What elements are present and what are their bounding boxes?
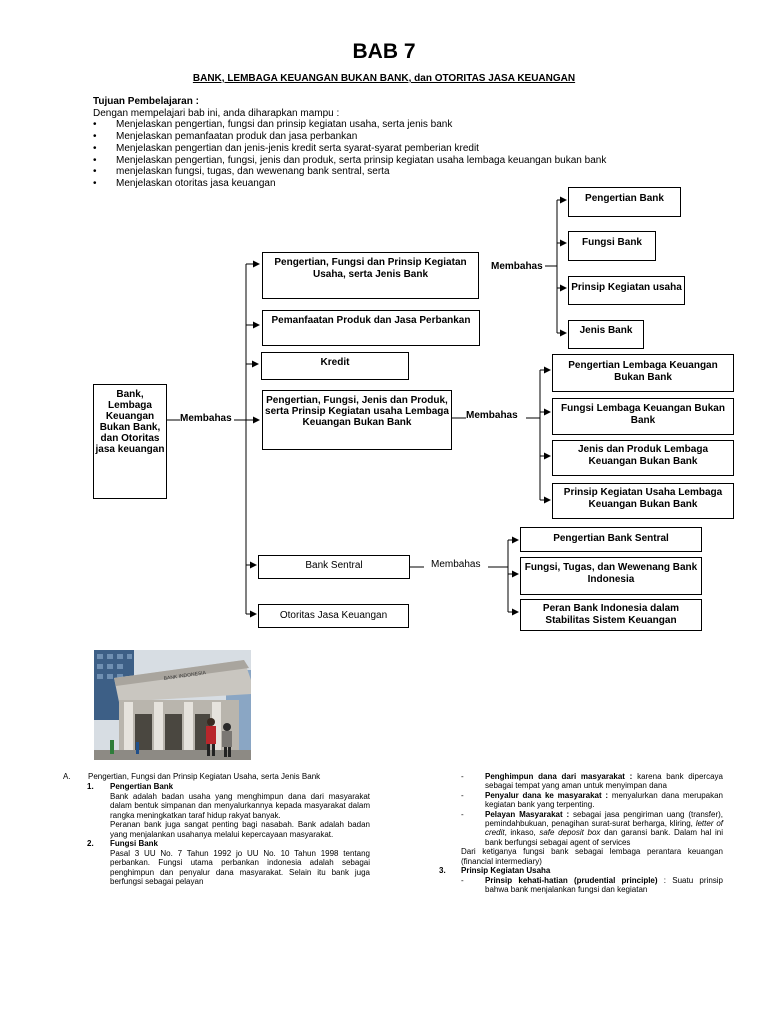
section-a-heading: A. Pengertian, Fungsi dan Prinsip Kegiat… — [63, 772, 373, 782]
objective-item: Menjelaskan pemanfaatan produk dan jasa … — [93, 131, 693, 143]
item-2-heading: 2. Fungsi Bank — [63, 839, 373, 849]
objectives-intro: Dengan mempelajari bab ini, anda diharap… — [93, 107, 340, 119]
bullet-text: karena bank dipercaya sebagai tempat yan… — [485, 772, 723, 791]
objectives-list: Menjelaskan pengertian, fungsi dan prins… — [93, 119, 693, 189]
topic-bank: Pengertian, Fungsi dan Prinsip Kegiatan … — [262, 252, 479, 299]
bank-indonesia-building-photo: BANK INDONESIA — [94, 650, 251, 760]
subtopic-pengertian-bank-sentral: Pengertian Bank Sentral — [520, 527, 702, 552]
dash-marker: - — [461, 876, 464, 886]
item-3-heading: 3. Prinsip Kegiatan Usaha — [439, 866, 723, 876]
subtopic-prinsip-kegiatan: Prinsip Kegiatan usaha — [568, 276, 685, 305]
topic-bank-sentral: Bank Sentral — [258, 555, 410, 579]
connector-label: Membahas — [491, 261, 543, 272]
objective-item: Menjelaskan pengertian, fungsi dan prins… — [93, 119, 693, 131]
dash-marker: - — [461, 809, 464, 819]
body-left-column: A. Pengertian, Fungsi dan Prinsip Kegiat… — [63, 772, 373, 887]
connector-label: Membahas — [431, 559, 481, 570]
learning-objectives: Tujuan Pembelajaran : Dengan mempelajari… — [93, 96, 693, 190]
objective-item: Menjelaskan pengertian dan jenis-jenis k… — [93, 143, 693, 155]
subtopic-peran-bi: Peran Bank Indonesia dalam Stabilitas Si… — [520, 599, 702, 631]
connector-label: Membahas — [180, 413, 232, 424]
item-title: Pengertian Bank — [110, 782, 174, 791]
item-number: 3. — [439, 866, 446, 876]
bullet-title: Penyalur dana ke masyarakat : — [485, 790, 609, 800]
chapter-subtitle: BANK, LEMBAGA KEUANGAN BUKAN BANK, dan O… — [192, 73, 576, 84]
topic-ojk: Otoritas Jasa Keuangan — [258, 604, 409, 628]
section-letter: A. — [63, 772, 71, 781]
root-topic-box: Bank, Lembaga Keuangan Bukan Bank, dan O… — [93, 384, 167, 499]
bullet-text: menyalurkan dana merupakan kegiatan bank… — [485, 790, 723, 810]
dash-marker: - — [461, 772, 464, 781]
subtopic-jenis-produk-lkbb: Jenis dan Produk Lembaga Keuangan Bukan … — [552, 440, 734, 476]
objective-item: Menjelaskan otoritas jasa keuangan — [93, 178, 693, 190]
subtopic-jenis-bank: Jenis Bank — [568, 320, 644, 349]
bullet-title: Pelayan Masyarakat : — [485, 809, 570, 819]
subtopic-prinsip-lkbb: Prinsip Kegiatan Usaha Lembaga Keuangan … — [552, 483, 734, 519]
dash-marker: - — [461, 790, 464, 800]
topic-lkbb: Pengertian, Fungsi, Jenis dan Produk, se… — [262, 390, 452, 450]
bullet-text: , inkaso, — [504, 828, 536, 838]
item-2-paragraph-1: Pasal 3 UU No. 7 Tahun 1992 jo UU No. 10… — [110, 849, 370, 887]
subtopic-fungsi-lkbb: Fungsi Lembaga Keuangan Bukan Bank — [552, 398, 734, 435]
topic-kredit: Kredit — [261, 352, 409, 380]
subtopic-pengertian-bank: Pengertian Bank — [568, 187, 681, 217]
bullet-text: sebagai jasa pengiriman uang (transfer),… — [485, 809, 723, 829]
bullet-penghimpun: - Penghimpun dana dari masyarakat : kare… — [461, 772, 723, 791]
subtopic-fungsi-tugas-bi: Fungsi, Tugas, dan Wewenang Bank Indones… — [520, 557, 702, 595]
page-title: BAB 7 — [352, 40, 416, 63]
functions-summary: Dari ketiganya fungsi bank sebagai lemba… — [461, 847, 723, 866]
section-title: Pengertian, Fungsi dan Prinsip Kegiatan … — [88, 772, 321, 781]
body-right-column: - Penghimpun dana dari masyarakat : kare… — [439, 772, 723, 895]
bullet-text: : Suatu prinsip bahwa bank menjalankan f… — [485, 876, 723, 895]
italic-term: safe deposit box — [539, 828, 601, 838]
item-title: Prinsip Kegiatan Usaha — [461, 866, 551, 876]
subtopic-pengertian-lkbb: Pengertian Lembaga Keuangan Bukan Bank — [552, 354, 734, 392]
bullet-title: Prinsip kehati-hatian (prudential princi… — [485, 876, 658, 886]
bullet-text: dan garansi bank. Dalam hal ini bank ber… — [485, 828, 723, 847]
bullet-pelayan: - Pelayan Masyarakat : sebagai jasa peng… — [461, 810, 723, 848]
connector-label: Membahas — [466, 410, 518, 421]
building-sign-text: BANK INDONESIA — [163, 670, 207, 682]
objective-item: menjelaskan fungsi, tugas, dan wewenang … — [93, 166, 693, 178]
bullet-prudential: - Prinsip kehati-hatian (prudential prin… — [461, 876, 723, 895]
item-title: Fungsi Bank — [110, 839, 159, 849]
item-1-paragraph-2: Peranan bank juga sangat penting bagi na… — [110, 820, 370, 839]
italic-term: letter of credit — [485, 819, 723, 838]
item-number: 2. — [87, 839, 94, 849]
item-number: 1. — [87, 782, 94, 791]
topic-produk-jasa: Pemanfaatan Produk dan Jasa Perbankan — [262, 310, 480, 346]
subtopic-fungsi-bank: Fungsi Bank — [568, 231, 656, 261]
bullet-penyalur: - Penyalur dana ke masyarakat : menyalur… — [461, 791, 723, 810]
concept-map-connectors — [167, 196, 567, 618]
bullet-title: Penghimpun dana dari masyarakat : — [485, 772, 633, 781]
objectives-heading: Tujuan Pembelajaran : — [93, 96, 199, 107]
building-photo-illustration: BANK INDONESIA — [94, 650, 251, 760]
objective-item: Menjelaskan pengertian, fungsi, jenis da… — [93, 155, 693, 167]
item-1-paragraph-1: Bank adalah badan usaha yang menghimpun … — [110, 792, 370, 820]
item-1-heading: 1. Pengertian Bank — [63, 782, 373, 792]
